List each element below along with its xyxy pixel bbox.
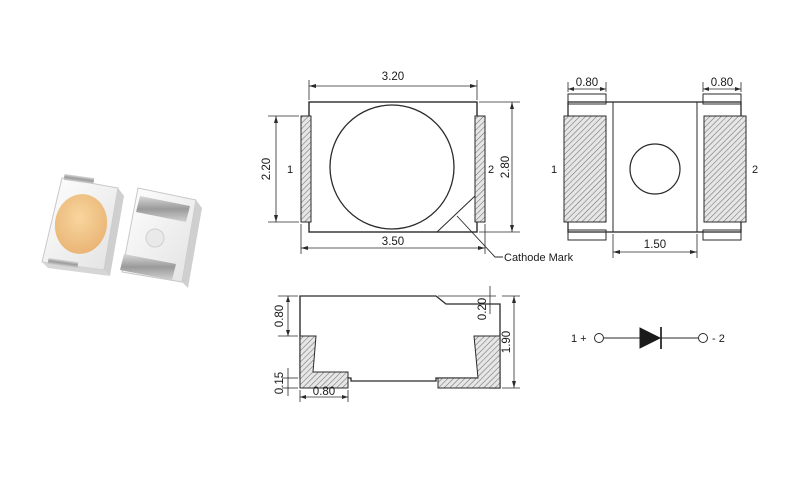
- bottom-pad-right-number: 2: [752, 164, 758, 176]
- side-standoff-label: 0.15: [274, 372, 286, 394]
- top-bottom-width-label: 3.50: [382, 236, 404, 248]
- cathode-mark-leader: [456, 215, 503, 258]
- bottom-pad-left-number: 1: [551, 164, 557, 176]
- top-view-lens: [329, 104, 455, 230]
- side-view-lead-right: [437, 335, 501, 389]
- cathode-mark-chamfer: [436, 195, 476, 233]
- bottom-view-pad-left: [563, 115, 607, 223]
- side-view: [278, 286, 520, 402]
- cathode-terminal: [698, 333, 708, 343]
- top-width-label: 3.20: [382, 71, 404, 83]
- anode-terminal: [594, 333, 604, 343]
- side-total-height-label: 1.90: [501, 331, 513, 353]
- top-view-pad-left: [300, 115, 312, 223]
- side-view-lead-left: [299, 335, 349, 389]
- side-pad-height-label: 0.80: [274, 305, 286, 327]
- top-view: [268, 80, 520, 258]
- bottom-pad-width-right-label: 0.80: [711, 77, 733, 89]
- side-top-offset-label: 0.20: [477, 298, 489, 320]
- diode-schematic: [594, 327, 708, 349]
- anode-label: 1 +: [571, 333, 587, 345]
- top-body-height-label: 2.80: [500, 156, 512, 178]
- led-photo-back: [120, 187, 202, 288]
- bottom-view-pad-right: [703, 115, 747, 223]
- bottom-view: [563, 82, 747, 258]
- side-pad-length-label: 0.80: [313, 386, 335, 398]
- bottom-pad-gap-label: 1.50: [644, 239, 666, 251]
- cathode-mark-label: Cathode Mark: [504, 252, 574, 264]
- bottom-view-polarity-dot: [629, 143, 681, 195]
- diode-symbol-icon: [639, 327, 662, 349]
- bottom-pad-width-left-label: 0.80: [576, 77, 598, 89]
- top-pad-left-number: 1: [287, 164, 293, 176]
- top-view-body: [308, 101, 478, 233]
- top-pad-right-number: 2: [488, 164, 494, 176]
- top-pad-height-label: 2.20: [261, 158, 273, 180]
- top-view-pad-right: [474, 115, 486, 223]
- cathode-label: - 2: [712, 333, 725, 345]
- led-photo-front: [41, 173, 124, 276]
